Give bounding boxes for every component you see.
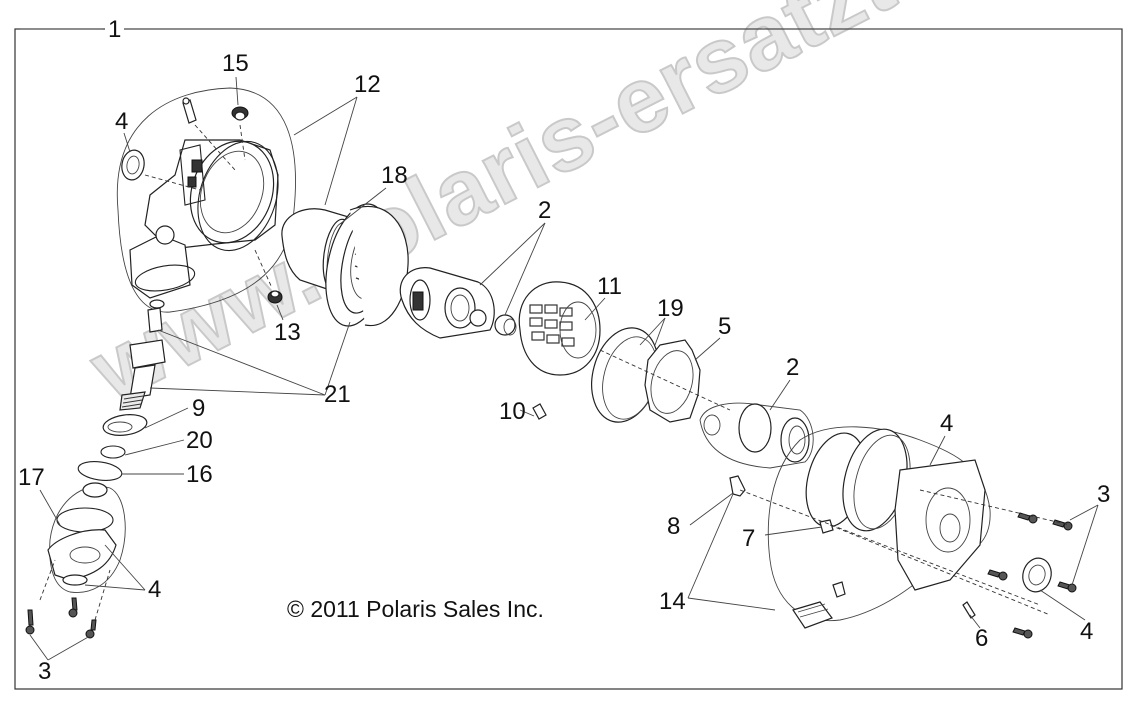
callout-19: 19 <box>657 295 684 322</box>
pin-10 <box>532 403 547 420</box>
output-bearing-2 <box>699 402 814 469</box>
callout-5: 5 <box>718 313 732 340</box>
callout-2-right: 2 <box>786 354 800 381</box>
o-ring-16 <box>77 461 123 481</box>
leader-lines <box>20 28 1122 661</box>
callout-10: 10 <box>499 398 526 425</box>
armature-plate-5 <box>644 339 701 423</box>
callout-1: 1 <box>105 18 125 42</box>
callout-4-right-top: 4 <box>940 410 954 437</box>
callout-18: 18 <box>381 162 408 189</box>
callout-3-left: 3 <box>38 658 52 685</box>
right-cover-group <box>729 426 1077 639</box>
pinion-cover-17 <box>25 482 126 639</box>
pinion-shaft <box>119 307 166 411</box>
callout-6: 6 <box>975 625 989 652</box>
o-ring-20 <box>100 445 126 459</box>
callout-3-right: 3 <box>1097 481 1111 508</box>
callout-17: 17 <box>18 464 45 491</box>
callout-14: 14 <box>659 588 686 615</box>
callout-12: 12 <box>354 71 381 98</box>
ring-gear <box>325 203 409 327</box>
callout-4-top-left: 4 <box>115 108 129 135</box>
copyright-text: © 2011 Polaris Sales Inc. <box>287 596 544 622</box>
main-housing-group <box>116 87 296 313</box>
roller-cage-11 <box>518 281 601 376</box>
callout-20: 20 <box>186 427 213 454</box>
callout-8: 8 <box>667 513 681 540</box>
callout-21: 21 <box>324 381 351 408</box>
callout-13: 13 <box>274 319 301 346</box>
callout-4-bottom-left: 4 <box>148 576 162 603</box>
pinion-seal-9 <box>102 414 148 436</box>
callout-16: 16 <box>186 461 213 488</box>
center-bearing-2 <box>399 267 517 339</box>
callout-2-center: 2 <box>538 197 552 224</box>
callout-4-right-bottom: 4 <box>1080 618 1094 645</box>
callout-11: 11 <box>597 273 622 300</box>
callout-15: 15 <box>222 50 249 77</box>
callout-9: 9 <box>192 395 206 422</box>
callout-7: 7 <box>742 525 756 552</box>
